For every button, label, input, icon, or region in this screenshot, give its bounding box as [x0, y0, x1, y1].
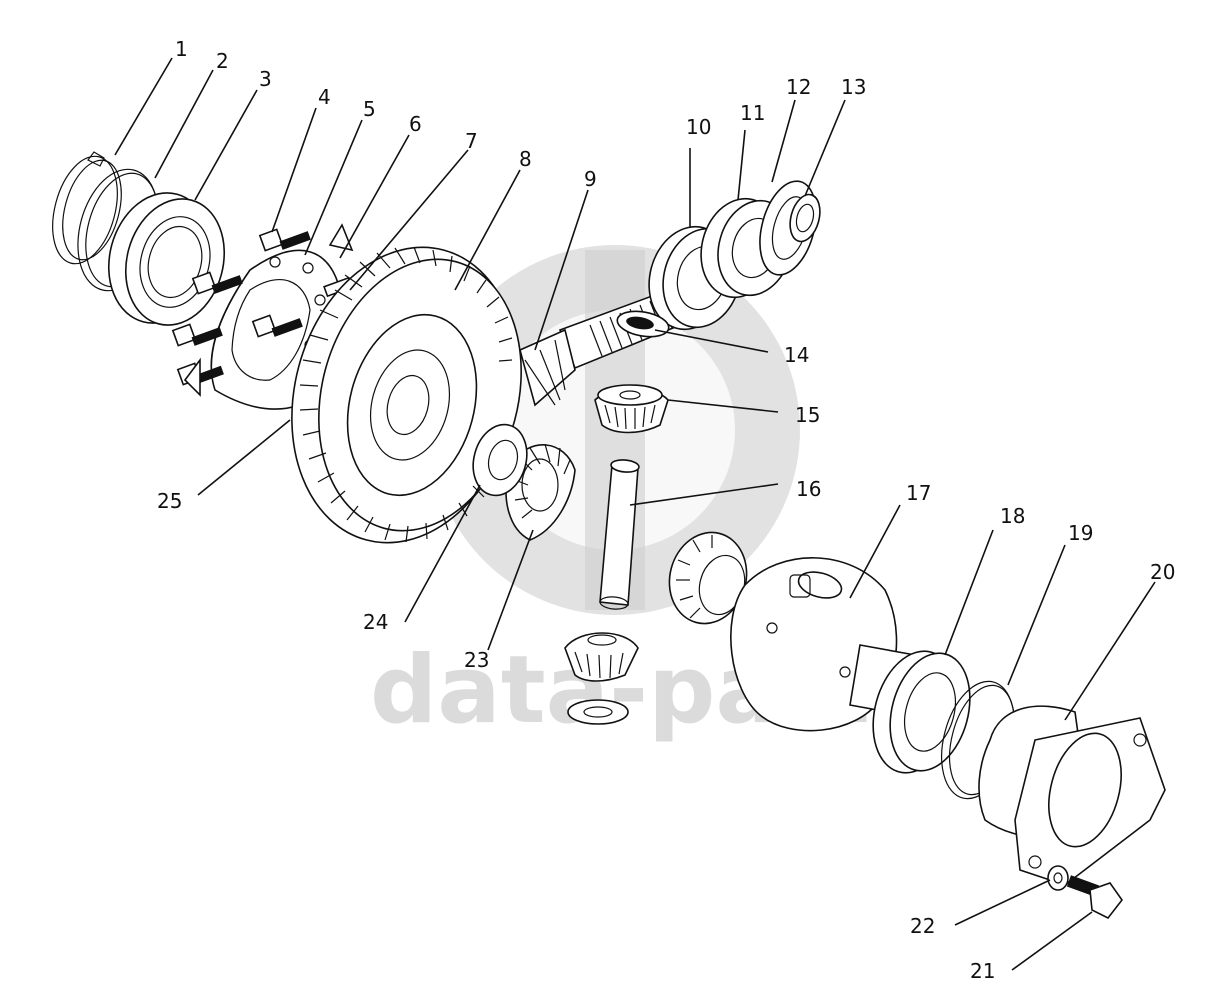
part-6-7-pins	[183, 223, 354, 397]
callout-2: 2	[216, 49, 229, 73]
callout-12: 12	[786, 75, 811, 99]
lower-planet-gear	[564, 632, 639, 682]
callout-5: 5	[363, 97, 376, 121]
lower-washer	[567, 699, 629, 725]
callout-8: 8	[519, 147, 532, 171]
callout-18: 18	[1000, 504, 1025, 528]
callout-1: 1	[175, 37, 188, 61]
callout-9: 9	[584, 167, 597, 191]
callout-25: 25	[157, 489, 182, 513]
leader-lines	[114, 57, 1156, 971]
part-22-washer	[1047, 865, 1069, 891]
part-8-crown-wheel	[291, 246, 522, 544]
callout-22: 22	[910, 914, 935, 938]
callout-16: 16	[796, 477, 821, 501]
callout-7: 7	[465, 129, 478, 153]
callout-19: 19	[1068, 521, 1093, 545]
callout-11: 11	[740, 101, 765, 125]
part-15-planet-gear	[594, 384, 669, 434]
part-21-bolt	[1066, 875, 1123, 920]
callout-17: 17	[906, 481, 931, 505]
callout-23: 23	[464, 648, 489, 672]
callout-21: 21	[970, 959, 995, 983]
callout-20: 20	[1150, 560, 1175, 584]
callout-24: 24	[363, 610, 388, 634]
part-13-nut	[789, 193, 821, 243]
callout-13: 13	[841, 75, 866, 99]
callout-14: 14	[784, 343, 809, 367]
part-24-thrust-washer	[472, 423, 528, 497]
callouts: 1 2 3 4 5 6 7 8 9 10 11 12 13 14 15 16 1…	[157, 37, 1175, 983]
part-20-bearing-carrier	[978, 705, 1166, 886]
callout-15: 15	[795, 403, 820, 427]
callout-6: 6	[409, 112, 422, 136]
callout-10: 10	[686, 115, 711, 139]
part-16-cross-pin	[599, 459, 640, 610]
callout-4: 4	[318, 85, 331, 109]
callout-3: 3	[259, 67, 272, 91]
part-18-bearing	[872, 650, 971, 774]
